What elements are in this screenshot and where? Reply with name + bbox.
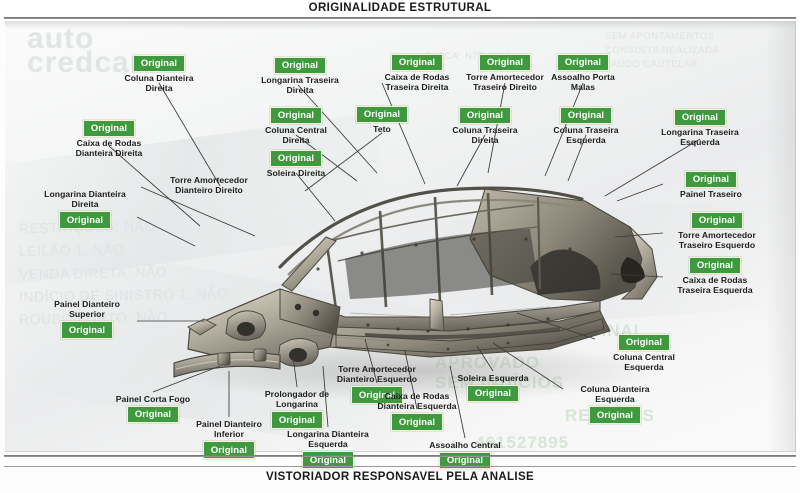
- status-badge-caixa-rodas-traseira-direita: Original: [390, 53, 444, 71]
- callout-label-painel-traseiro: Painel Traseiro: [680, 189, 742, 199]
- callout-label-soleira-esquerda: Soleira Esquerda: [457, 373, 529, 383]
- status-badge-coluna-dianteira-esquerda: Original: [588, 406, 642, 424]
- status-badge-soleira-esquerda: Original: [466, 384, 520, 403]
- callout-label-torre-amortecedor-traseiro-direito: Torre Amortecedor Traseiro Direito: [466, 72, 544, 93]
- status-badge-coluna-traseira-direita: Original: [458, 106, 512, 124]
- footer-divider-top: [4, 455, 796, 457]
- callout-label-longarina-traseira-esquerda: Longarina Traseira Esquerda: [661, 127, 739, 148]
- callout-label-assoalho-central: Assoalho Central: [429, 440, 501, 450]
- status-badge-assoalho-porta-malas: Original: [556, 53, 610, 71]
- status-badge-torre-amortecedor-traseiro-esquerdo: Original: [690, 211, 744, 229]
- callout-label-coluna-central-esquerda: Coluna Central Esquerda: [613, 352, 675, 373]
- callout-label-coluna-dianteira-direita: Coluna Dianteira Direita: [124, 73, 194, 94]
- status-badge-longarina-traseira-direita: Original: [273, 56, 327, 74]
- status-badge-caixa-rodas-traseira-esquerda: Original: [688, 256, 742, 274]
- status-badge-caixa-rodas-dianteira-direita: Original: [82, 119, 136, 137]
- status-badge-teto: Original: [355, 105, 409, 123]
- status-badge-coluna-central-esquerda: Original: [617, 333, 671, 351]
- status-badge-torre-amortecedor-traseiro-direito: Original: [478, 53, 532, 71]
- callout-label-teto: Teto: [373, 124, 391, 134]
- status-badge-caixa-rodas-dianteira-esquerda: Original: [390, 413, 444, 431]
- status-badge-prolongador-de-longarina: Original: [270, 411, 324, 429]
- status-badge-painel-dianteiro-superior: Original: [60, 321, 114, 339]
- callout-label-painel-corta-fogo: Painel Corta Fogo: [115, 394, 191, 404]
- status-badge-coluna-dianteira-direita: Original: [132, 54, 186, 72]
- callout-label-coluna-dianteira-esquerda: Coluna Dianteira Esquerda: [580, 384, 650, 405]
- callout-label-longarina-traseira-direita: Longarina Traseira Direita: [261, 75, 339, 96]
- callout-label-assoalho-porta-malas: Assoalho Porta Malas: [551, 72, 615, 93]
- callout-label-caixa-rodas-dianteira-esquerda: Caixa de Rodas Dianteira Esquerda: [377, 391, 457, 412]
- footer-title: VISTORIADOR RESPONSAVEL PELA ANALISE: [266, 471, 534, 483]
- status-badge-painel-traseiro: Original: [684, 170, 738, 188]
- status-badge-painel-corta-fogo: Original: [126, 405, 180, 424]
- callout-label-coluna-traseira-esquerda: Coluna Traseira Esquerda: [553, 125, 619, 146]
- status-badge-coluna-traseira-esquerda: Original: [559, 106, 613, 124]
- callout-label-caixa-rodas-dianteira-direita: Caixa de Rodas Dianteira Direita: [75, 138, 143, 159]
- header-band: [0, 0, 800, 16]
- callout-label-prolongador-de-longarina: Prolongador de Longarina: [264, 389, 330, 410]
- callout-label-soleira-direita: Soleira Direita: [266, 168, 326, 178]
- callout-label-longarina-dianteira-direita: Longarina Dianteira Direita: [44, 189, 126, 210]
- status-badge-longarina-dianteira-direita: Original: [58, 211, 112, 229]
- status-badge-torre-amortecedor-dianteiro-esquerdo: Original: [350, 386, 404, 404]
- status-badge-soleira-direita: Original: [269, 149, 323, 167]
- callout-label-torre-amortecedor-dianteiro-esquerdo: Torre Amortecedor Dianteiro Esquerdo: [336, 364, 418, 385]
- callout-label-coluna-central-direita: Coluna Central Direita: [265, 125, 327, 146]
- callout-label-coluna-traseira-direita: Coluna Traseira Direita: [452, 125, 518, 146]
- status-badge-longarina-traseira-esquerda: Original: [673, 108, 727, 126]
- header-divider: [4, 17, 796, 19]
- status-badge-coluna-central-direita: Original: [269, 106, 323, 124]
- callout-label-torre-amortecedor-traseiro-esquerdo: Torre Amortecedor Traseiro Esquerdo: [678, 230, 756, 251]
- callout-torre-amortecedor-dianteiro-direito: Torre Amortecedor Dianteiro Direito: [157, 175, 261, 196]
- page-title: ORIGINALIDADE ESTRUTURAL: [308, 2, 492, 14]
- callout-label-caixa-rodas-traseira-direita: Caixa de Rodas Traseira Direita: [384, 72, 450, 93]
- callout-label-painel-dianteiro-inferior: Painel Dianteiro Inferior: [196, 419, 262, 440]
- sheet-shadow: [5, 21, 795, 29]
- callout-label-longarina-dianteira-esquerda: Longarina Dianteira Esquerda: [287, 429, 369, 450]
- callout-label-painel-dianteiro-superior: Painel Dianteiro Superior: [54, 299, 120, 320]
- footer-divider-bottom: [4, 466, 796, 467]
- callout-label-caixa-rodas-traseira-esquerda: Caixa de Rodas Traseira Esquerda: [677, 275, 753, 296]
- callout-label-torre-amortecedor-dianteiro-direito: Torre Amortecedor Dianteiro Direito: [170, 175, 248, 196]
- sheet-edge: [767, 21, 795, 451]
- status-badge-painel-dianteiro-inferior: Original: [202, 441, 256, 459]
